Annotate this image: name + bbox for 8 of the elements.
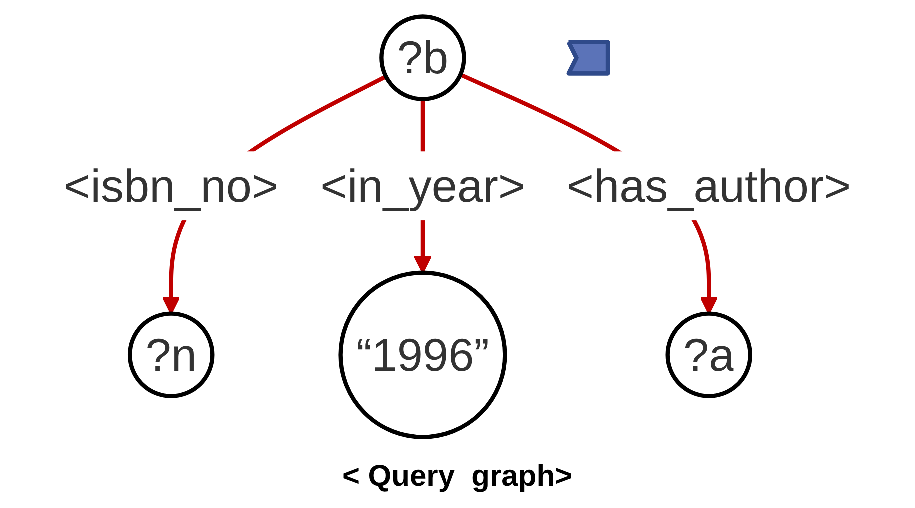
edge-label: <isbn_no> <box>64 160 279 212</box>
caption: < Query graph> <box>342 460 573 494</box>
edge-label: <has_author> <box>567 160 852 212</box>
node-circle: ?b <box>380 14 466 102</box>
node-circle: “1996” <box>338 270 508 440</box>
node-circle: ?n <box>128 312 215 398</box>
node-circle: ?a <box>666 312 752 398</box>
edge-label: <in_year> <box>320 160 526 212</box>
